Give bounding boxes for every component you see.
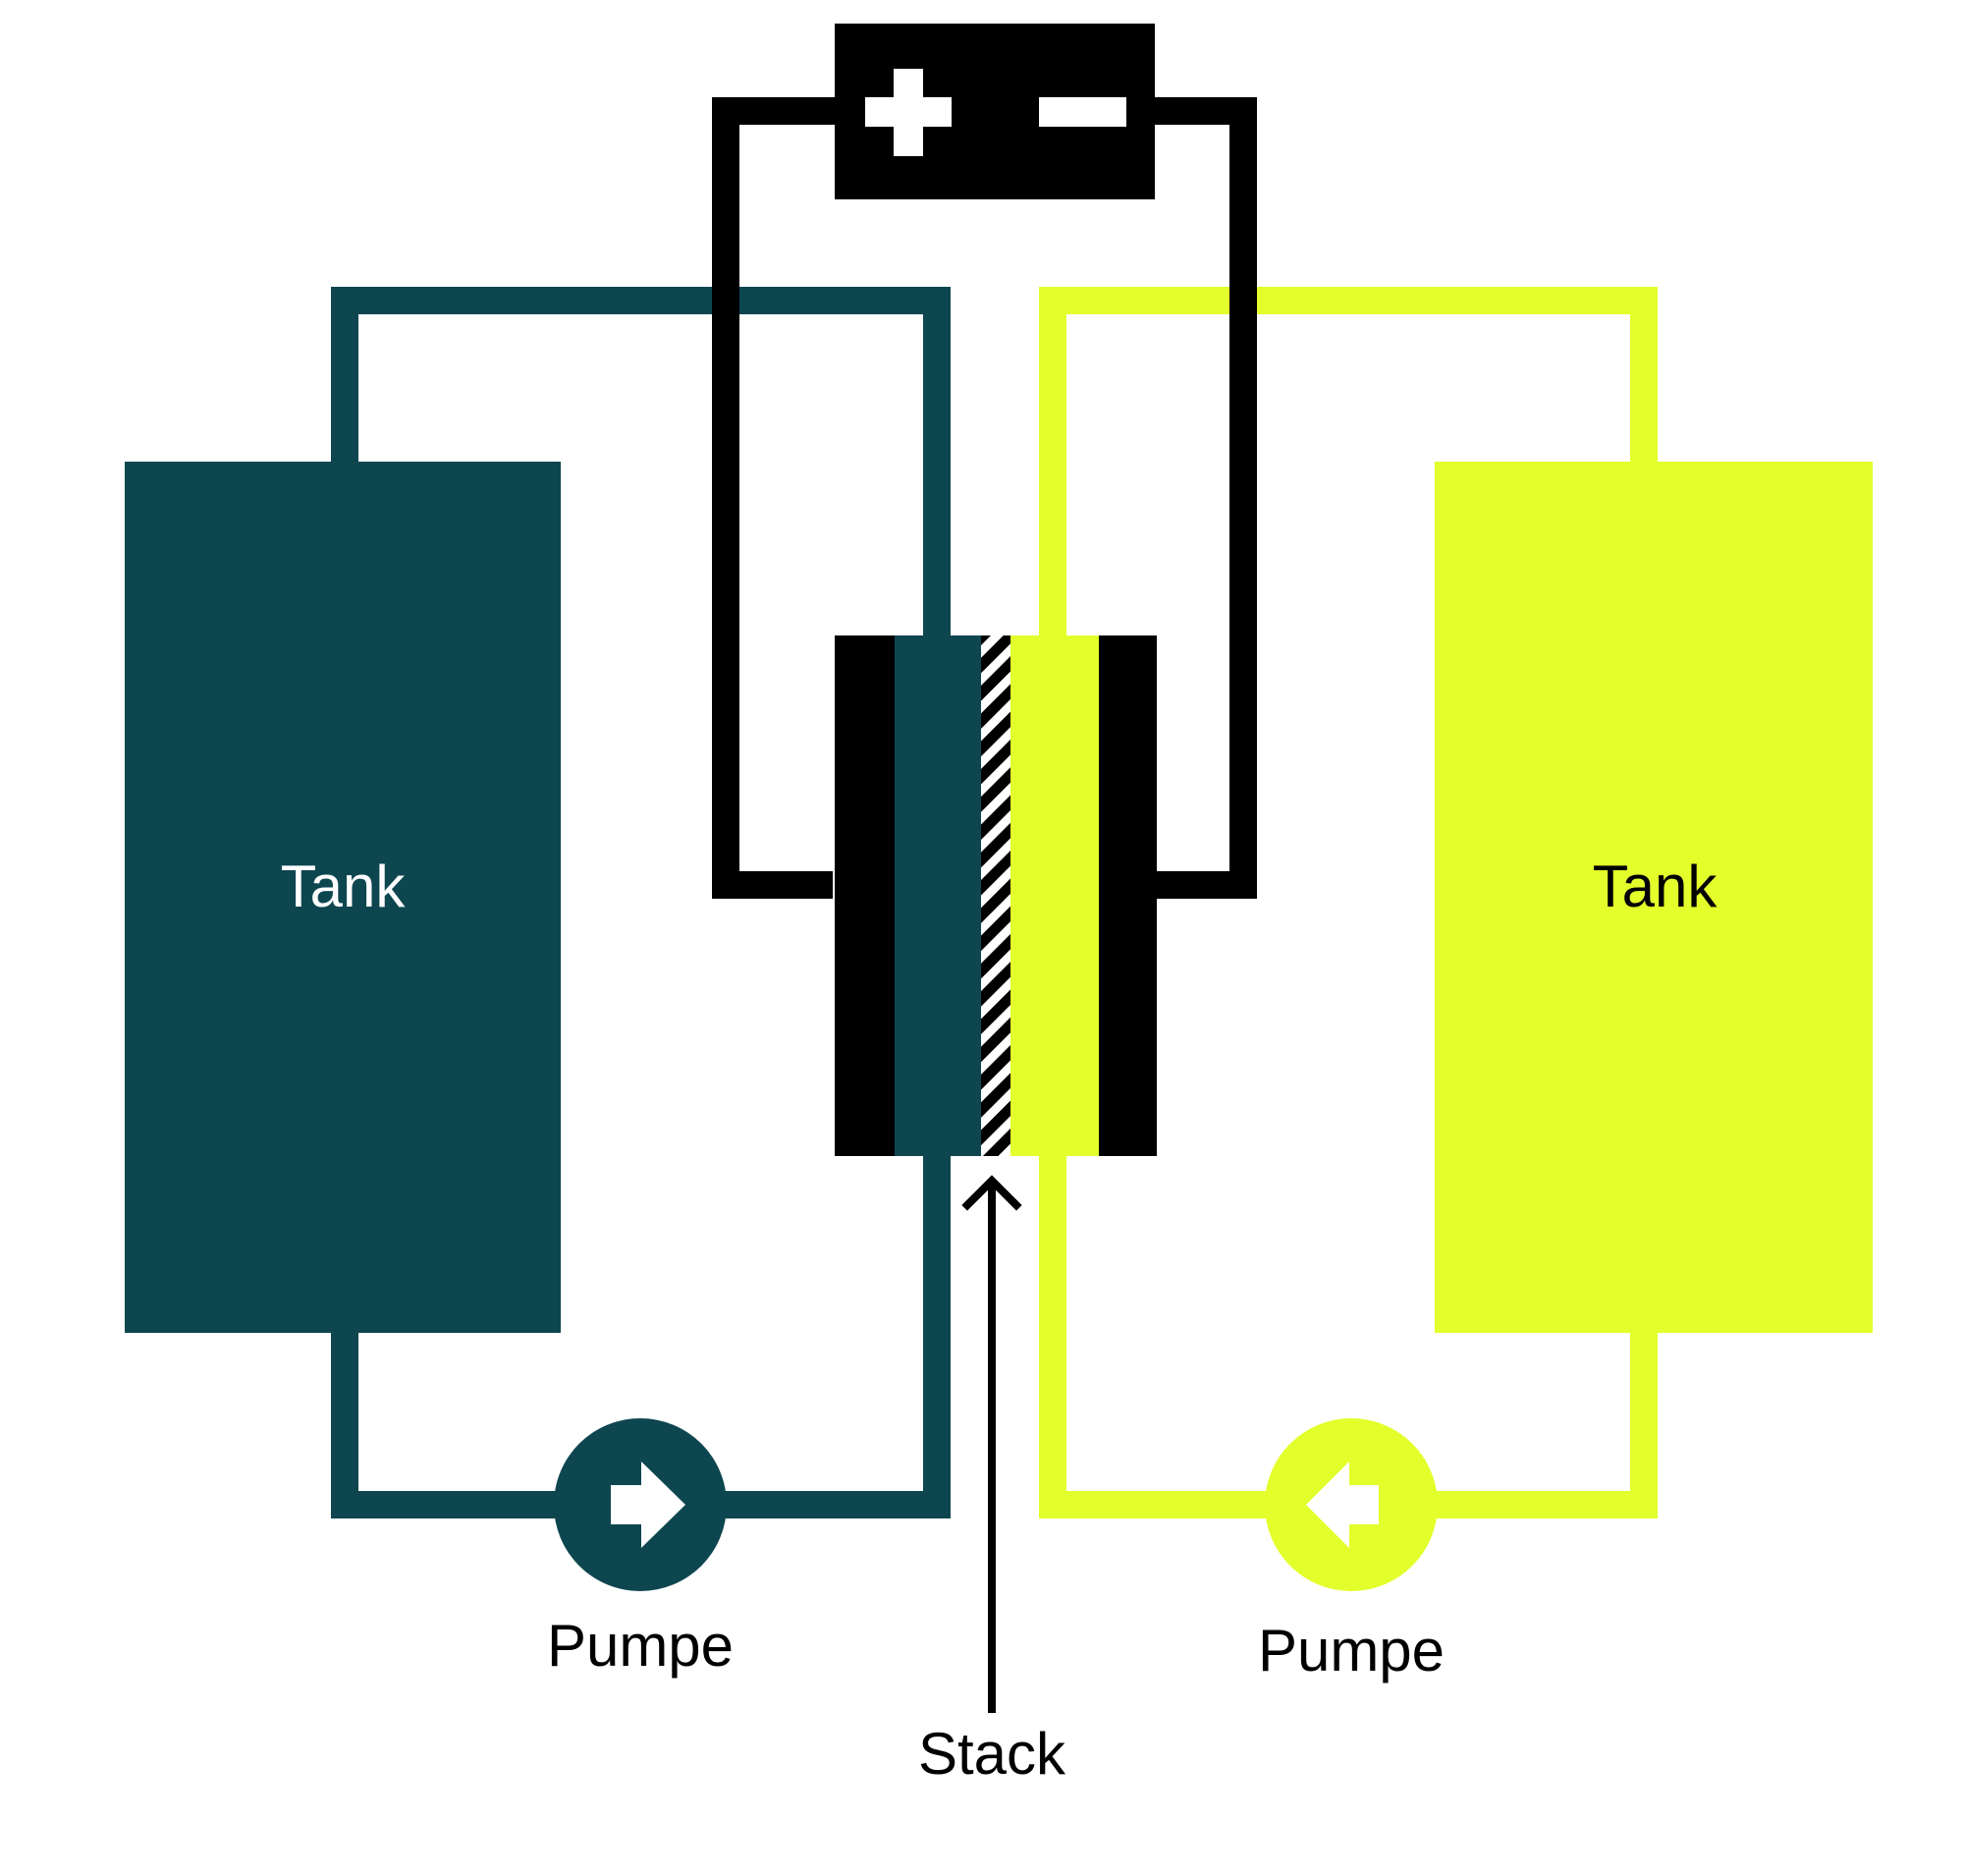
stack-label: Stack xyxy=(918,1721,1066,1787)
membrane xyxy=(981,635,1010,1156)
circuit-wires-overlay xyxy=(712,283,1257,318)
pump-left xyxy=(554,1418,727,1591)
arrow-left-icon xyxy=(1306,1462,1379,1548)
tank-right xyxy=(1435,462,1873,1333)
pipe-left-top xyxy=(331,287,951,635)
pipe-right-top xyxy=(1039,287,1658,635)
circuit-wires xyxy=(712,97,1257,899)
half-cell-left xyxy=(895,635,981,1156)
pump-left-label: Pumpe xyxy=(547,1613,734,1679)
electrode-left xyxy=(835,635,895,1156)
tank-left xyxy=(125,462,561,1333)
pump-right-label: Pumpe xyxy=(1258,1618,1445,1683)
stack-pointer-arrow xyxy=(961,1175,1022,1713)
wire-negative xyxy=(1147,97,1257,899)
tank-right-label: Tank xyxy=(1593,854,1718,919)
tank-left-label: Tank xyxy=(281,854,407,919)
half-cell-right xyxy=(1010,635,1099,1156)
minus-icon xyxy=(1039,97,1126,127)
plus-icon xyxy=(865,69,952,156)
power-source xyxy=(835,24,1155,199)
arrow-right-icon xyxy=(611,1462,685,1548)
electrode-right xyxy=(1099,635,1157,1156)
wire-positive xyxy=(712,97,835,899)
pump-right xyxy=(1265,1418,1438,1591)
stack xyxy=(835,635,1157,1156)
